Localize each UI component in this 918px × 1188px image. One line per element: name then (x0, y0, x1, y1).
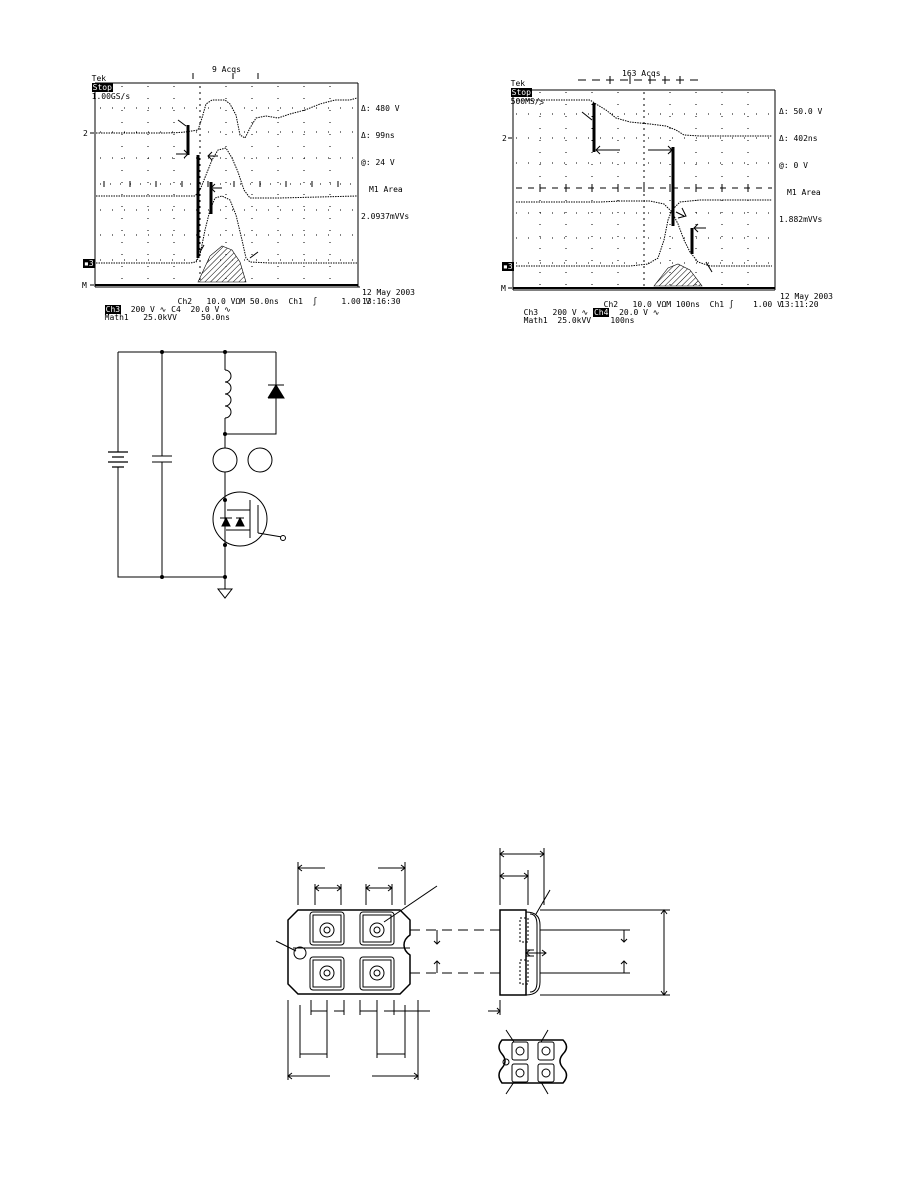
scope2-meas-1: Δ: 50.0 V (779, 107, 823, 116)
scope1-marker-ch3: ▪3 (83, 259, 95, 268)
scope1-ch1-label: Ch1 (288, 297, 303, 306)
scope2-brand: Tek (510, 79, 526, 88)
scope1-stop-badge: Stop (91, 83, 113, 92)
scope2-acqs: 163 Acqs (622, 69, 661, 78)
scope1-acqs: 9 Acqs (212, 65, 241, 74)
scope1-ch2-scale: 10.0 VΩ (206, 297, 241, 306)
scope1-ch4-scale: 20.0 V (190, 305, 220, 314)
scope2-date: 12 May 2003 (780, 292, 833, 301)
scope1-ch3-label: Ch3 (104, 305, 122, 314)
scope1-ch2-label: Ch2 (177, 297, 193, 306)
scope2-stop-badge: Stop (510, 88, 532, 97)
scope2-ch2-label: Ch2 (603, 300, 619, 309)
scope2-ch3-label: Ch3 (523, 308, 539, 317)
scope2-marker-2: 2 (502, 134, 507, 143)
scope1-meas-1: Δ: 480 V (361, 104, 400, 113)
scope1-ch3-scale: 200 V (130, 305, 155, 314)
scope2-math-scale: 25.0kVV (557, 316, 592, 325)
scope1-meas-5: 2.0937mVVs (361, 212, 410, 221)
scope2-meas-3: @: 0 V (779, 161, 808, 170)
scope2-meas-2: Δ: 402ns (779, 134, 818, 143)
scope2-meas-5: 1.882mVVs (779, 215, 823, 224)
scope1-meas-4: M1 Area (369, 185, 403, 194)
scope1-date: 12 May 2003 (362, 288, 415, 297)
scope1-timebase: M 50.0ns (240, 297, 279, 306)
scope1-brand: Tek (91, 74, 107, 83)
scope2-marker-m: M (501, 284, 506, 293)
scope2-timebase: M 100ns (666, 300, 700, 309)
scope1-ch1-scale: 1.00 V (341, 297, 371, 306)
scope1-marker-m: M (82, 281, 87, 290)
scope1-time: 13:16:30 (362, 297, 401, 306)
scope1-meas-3: @: 24 V (361, 158, 395, 167)
scope1-sample-rate: 1.00GS/s (91, 92, 131, 101)
scope2-math-label: Math1 (523, 316, 548, 325)
scope2-ch3-scale: 200 V (552, 308, 577, 317)
scope2-marker-ch3: ▪3 (502, 262, 514, 271)
scope2-ch1-label: Ch1 (709, 300, 725, 309)
scope2-meas-4: M1 Area (787, 188, 821, 197)
scope2-sample-rate: 500MS/s (510, 97, 545, 106)
scope1-math-label: Math1 (104, 313, 129, 322)
scope1-marker-2: 2 (83, 129, 88, 138)
scope2-math-time: 100ns (610, 316, 635, 325)
scope2-ch4-label: Ch4 (592, 308, 610, 317)
scope2-ch2-scale: 10.0 VΩ (632, 300, 667, 309)
scope1-math-time: 50.0ns (201, 313, 230, 322)
scope1-meas-2: Δ: 99ns (361, 131, 395, 140)
scope2-ch4-scale: 20.0 V (619, 308, 648, 317)
scope2-time: 13:11:20 (780, 300, 819, 309)
scope2-ch1-scale: 1.00 V (752, 300, 782, 309)
scope1-ch4-label: C4 (171, 305, 181, 314)
scope1-math-scale: 25.0kVV (143, 313, 177, 322)
